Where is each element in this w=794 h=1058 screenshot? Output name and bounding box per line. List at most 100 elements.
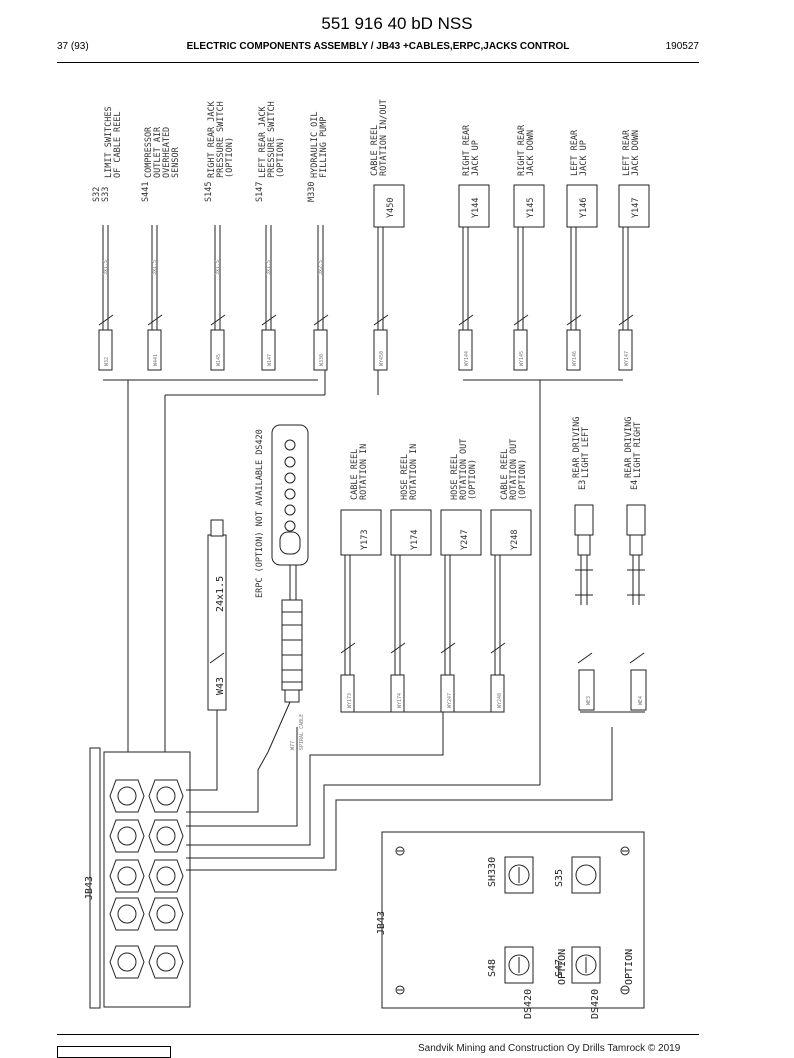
cable-break-mark — [98, 314, 114, 326]
main-cable-spec: 24x1.5 — [215, 576, 226, 612]
valve-description: LEFT REAR — [570, 129, 580, 176]
wire-label-box — [147, 329, 162, 371]
wire-label-box — [630, 669, 647, 711]
wire-label-box — [458, 329, 473, 371]
wire-label-box — [313, 329, 328, 371]
wire-label: WY173 — [347, 693, 353, 708]
panel-item-code: S35 — [554, 869, 565, 887]
valve-code: Y145 — [526, 198, 536, 218]
cable-gland-hole — [117, 904, 137, 924]
component-description: HYDRAULIC OIL — [310, 111, 320, 178]
panel-item-code: SH330 — [487, 857, 498, 887]
light-description: REAR DRIVING — [624, 417, 634, 478]
valve-code: Y147 — [631, 198, 641, 218]
erpc-emergency-button — [279, 531, 301, 555]
cable-break-mark — [147, 314, 163, 326]
component-code: S33 — [101, 187, 111, 202]
valve-description: CABLE REEL — [500, 449, 510, 500]
light-connector — [574, 504, 594, 536]
wire-label: WY247 — [447, 693, 453, 708]
cable-gland-hole — [117, 952, 137, 972]
footer-rule — [57, 1034, 699, 1035]
cable-break-mark — [513, 314, 529, 326]
cable-break-mark — [340, 642, 356, 654]
cable-gland-hole — [156, 826, 176, 846]
wire-label: W145 — [216, 354, 222, 366]
valve-description: RIGHT REAR — [462, 124, 472, 176]
component-code: S441 — [141, 182, 151, 202]
cable-break-mark — [210, 314, 226, 326]
panel-item-option: OPTION — [624, 949, 635, 985]
cable-run — [186, 727, 444, 846]
valve-box — [440, 509, 482, 556]
valve-description: ROTATION OUT — [509, 439, 519, 500]
panel-item-note: DS420 — [523, 989, 534, 1019]
cable-break-mark — [209, 652, 225, 664]
valve-description: JACK UP — [471, 140, 481, 176]
valve-box — [458, 184, 490, 228]
erpc-plug — [284, 689, 300, 703]
erpc-button — [284, 472, 296, 484]
valve-code: Y146 — [579, 198, 589, 218]
cable-run — [186, 727, 613, 871]
wire-label: WY146 — [572, 351, 578, 366]
valve-code: Y450 — [386, 198, 396, 218]
valve-box — [513, 184, 545, 228]
valve-description: ROTATION OUT — [459, 439, 469, 500]
cable-spec: 3x1.5 — [152, 260, 158, 275]
valve-description: JACK DOWN — [526, 130, 536, 176]
light-description: REAR DRIVING — [572, 417, 582, 478]
light-description: LIGHT LEFT — [581, 427, 591, 478]
valve-description: JACK UP — [579, 140, 589, 176]
wire-label-box — [618, 329, 633, 371]
valve-description: (OPTION) — [518, 459, 528, 500]
wire-label-box — [373, 329, 388, 371]
valve-description: (OPTION) — [468, 459, 478, 500]
component-description: SENSOR — [171, 146, 181, 178]
cable-break-mark — [440, 642, 456, 654]
component-description: LEFT REAR JACK — [258, 105, 268, 178]
document-title: 551 916 40 bD NSS — [321, 14, 473, 33]
wire-label: WY450 — [379, 351, 385, 366]
cable-break-mark — [566, 314, 582, 326]
wire-label: WE3 — [586, 696, 592, 705]
wire-label-box — [578, 669, 595, 711]
component-description: OF CABLE REEL — [113, 111, 123, 178]
revision-date: 190527 — [665, 41, 699, 52]
wire-label: WY144 — [464, 351, 470, 366]
erpc-wire-label: SPIRAL CABLE — [299, 714, 305, 750]
component-code: S32 — [92, 187, 102, 202]
erpc-button — [284, 504, 296, 516]
footer-copyright: Sandvik Mining and Construction Oy Drill… — [418, 1043, 681, 1054]
cable-gland-hole — [156, 786, 176, 806]
erpc-label: ERPC (OPTION) NOT AVAILABLE DS420 — [255, 429, 265, 598]
panel-item-code: S48 — [487, 959, 498, 977]
valve-code: Y144 — [471, 198, 481, 218]
cable-break-mark — [261, 314, 277, 326]
valve-description: LEFT REAR — [622, 129, 632, 176]
header-row: 37 (93) ELECTRIC COMPONENTS ASSEMBLY / J… — [57, 41, 699, 55]
cable-gland-hole — [117, 826, 137, 846]
component-description: LIMIT SWITCHES — [104, 106, 114, 178]
valve-box — [390, 509, 432, 556]
component-code: M330 — [307, 182, 317, 202]
cable-break-mark — [373, 314, 389, 326]
cable-gland-hole — [156, 952, 176, 972]
cable-gland-hole — [156, 866, 176, 886]
light-description: LIGHT RIGHT — [633, 422, 643, 478]
valve-box — [490, 509, 532, 556]
component-description: OUTLET AIR — [153, 126, 163, 178]
wire-label: W441 — [153, 354, 159, 366]
valve-description: ROTATION IN — [409, 444, 419, 500]
component-description: (OPTION) — [276, 137, 286, 178]
panel-knob — [575, 864, 597, 886]
light-code: E3 — [578, 480, 588, 490]
wire-label: WY174 — [397, 693, 403, 708]
wire-label-box — [261, 329, 276, 371]
component-description: RIGHT REAR JACK — [207, 100, 217, 178]
wire-label: W147 — [267, 354, 273, 366]
valve-description: CABLE REEL — [370, 125, 380, 176]
cable-break-mark — [618, 314, 634, 326]
cable-spec: 3x1.5 — [266, 260, 272, 275]
